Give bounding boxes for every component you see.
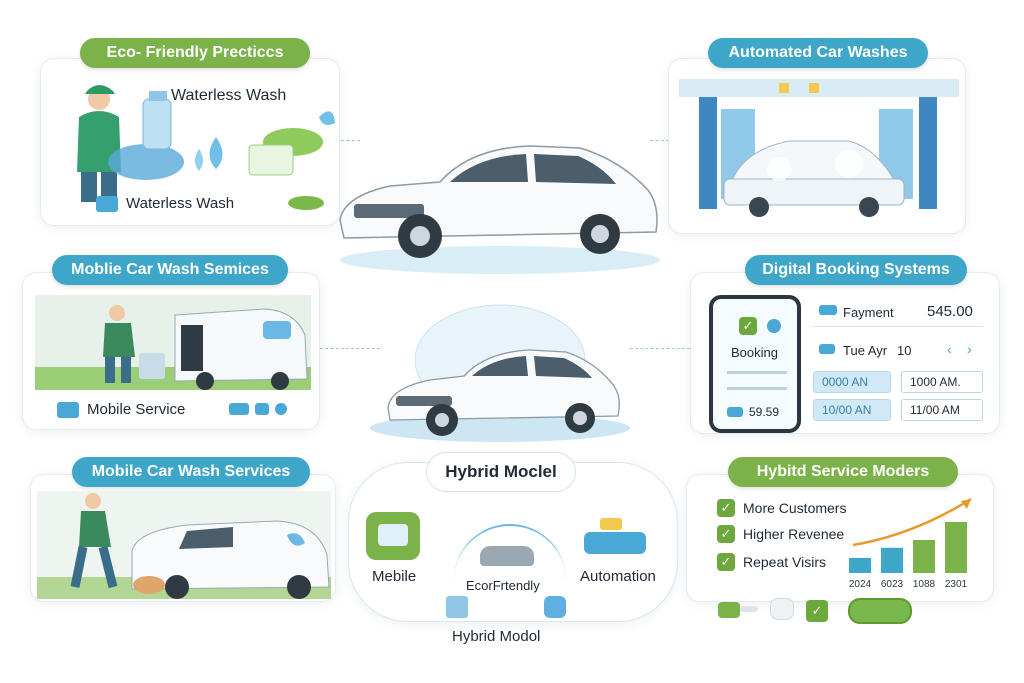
connector (650, 140, 680, 141)
connector (330, 140, 360, 141)
arrow-head-icon (961, 499, 971, 509)
mobile-wash-van-illustration (37, 491, 331, 599)
mobile-van-illustration (35, 295, 311, 390)
prev-arrow-icon[interactable]: ‹ (947, 341, 952, 357)
chart-year-label: 1088 (913, 579, 936, 590)
chart-bar (945, 522, 967, 573)
hybrid-arc (454, 524, 566, 594)
eco-card: Waterless Wash Waterless Wash (40, 58, 340, 226)
eco-bottom-row: Waterless Wash (96, 195, 234, 212)
date-value: 10 (897, 343, 912, 358)
automated-title-pill: Automated Car Washes (708, 38, 928, 68)
grid-icon (255, 403, 269, 415)
automated-card (668, 58, 966, 234)
time-slot-start[interactable]: 0000 AN (813, 371, 891, 393)
chart-year-label: 6023 (881, 579, 904, 590)
card-icon (229, 403, 249, 415)
hybrid-center-label: EcorFrtendly (466, 578, 540, 593)
mobile-service-row: Mobile Service (57, 401, 185, 418)
sedan-car-center (370, 304, 630, 442)
payment-row: Fayment 545.00 (811, 299, 983, 327)
eco-title-pill: Eco- Friendly Precticcs (80, 38, 310, 68)
check-icon: ✓ (717, 553, 735, 571)
car-wash-tunnel-illustration (679, 79, 959, 217)
phone-icons: ✓ (739, 317, 781, 335)
chart-bar (881, 547, 903, 573)
check-icon: ✓ (739, 317, 757, 335)
time-slot-end[interactable]: 1000 AM. (901, 371, 983, 393)
drop-icon (96, 195, 118, 212)
check-icon: ✓ (717, 525, 735, 543)
payment-amount: 545.00 (927, 303, 973, 320)
time-slot-end[interactable]: 11/00 AM (901, 399, 983, 421)
sponge-icon (718, 598, 760, 620)
phone-amount: 59.59 (749, 405, 780, 419)
eco-top-label: Waterless Wash (171, 87, 287, 104)
hybrid-service-title-pill: Hybitd Service Moders (728, 457, 958, 487)
car-wash-station-icon (480, 546, 534, 566)
water-icon (446, 596, 468, 618)
check-icon: ✓ (806, 600, 828, 622)
mobile-wash-card (30, 474, 336, 602)
connector (320, 348, 380, 349)
phone-line (727, 371, 787, 374)
shield-icon (767, 319, 781, 333)
chart-year-label: 2024 (849, 579, 872, 590)
hybrid-left-label: Mebile (372, 568, 417, 585)
hybrid-bottom-label: Hybrid Modol (452, 628, 541, 645)
bone-shaped-icon (770, 598, 794, 620)
check-icon: ✓ (717, 499, 735, 517)
calendar-icon (819, 344, 835, 354)
growth-bar-chart: 2024 6023 1088 2301 (849, 497, 972, 590)
sedan-car-top (339, 145, 660, 274)
card-icon (819, 305, 837, 315)
next-arrow-icon[interactable]: › (967, 341, 972, 357)
mini-icon-row (229, 403, 287, 415)
van-icon (57, 401, 79, 418)
hybrid-right-label: Automation (580, 568, 656, 585)
digital-booking-card: ✓ Booking 59.59 Fayment 545.00 Tue Ayr 1… (690, 272, 1000, 434)
clock-icon (275, 403, 287, 415)
automation-robot-icon (584, 518, 646, 558)
mobile-service-card: Mobile Service (22, 272, 320, 430)
phone-amount-row: 59.59 (727, 405, 779, 419)
payment-label: Fayment (843, 305, 894, 320)
phone-booking-label: Booking (731, 345, 778, 360)
chart-bar (849, 558, 871, 573)
wallet-icon (727, 407, 743, 417)
growth-arrow (852, 497, 972, 547)
benefit-label: Repeat Visirs (743, 554, 827, 570)
time-slot-start[interactable]: 10/00 AN (813, 399, 891, 421)
mobile-top-title-pill: Moblie Car Wash Semices (52, 255, 288, 285)
benefit-row: ✓ Repeat Visirs (717, 553, 826, 571)
mobile-service-label: Mobile Service (87, 401, 186, 418)
mobile-van-icon (366, 512, 420, 560)
date-row: Tue Ayr 10 ‹ › (811, 339, 983, 363)
eco-illustration (77, 85, 335, 210)
mobile-bottom-title-pill: Mobile Car Wash Services (72, 457, 310, 487)
connector (630, 348, 690, 349)
benefit-label: Higher Revenee (743, 526, 845, 542)
benefit-row: ✓ More Customers (717, 499, 846, 517)
hybrid-service-card: ✓ More Customers ✓ Higher Revenee ✓ Repe… (686, 474, 994, 602)
phone-mockup: ✓ Booking 59.59 (709, 295, 801, 433)
phone-line (727, 387, 787, 390)
eco-bottom-label: Waterless Wash (126, 195, 235, 212)
chart-year-label: 2301 (945, 579, 968, 590)
digital-title-pill: Digital Booking Systems (745, 255, 967, 285)
hybrid-title: Hybrid Moclel (426, 452, 576, 492)
chart-bar (913, 540, 935, 573)
hybrid-bottom-icons (446, 596, 566, 618)
date-label: Tue Ayr (843, 343, 888, 358)
collar-icon (848, 598, 912, 624)
benefit-row: ✓ Higher Revenee (717, 525, 844, 543)
benefit-label: More Customers (743, 500, 847, 516)
gauge-icon (544, 596, 566, 618)
